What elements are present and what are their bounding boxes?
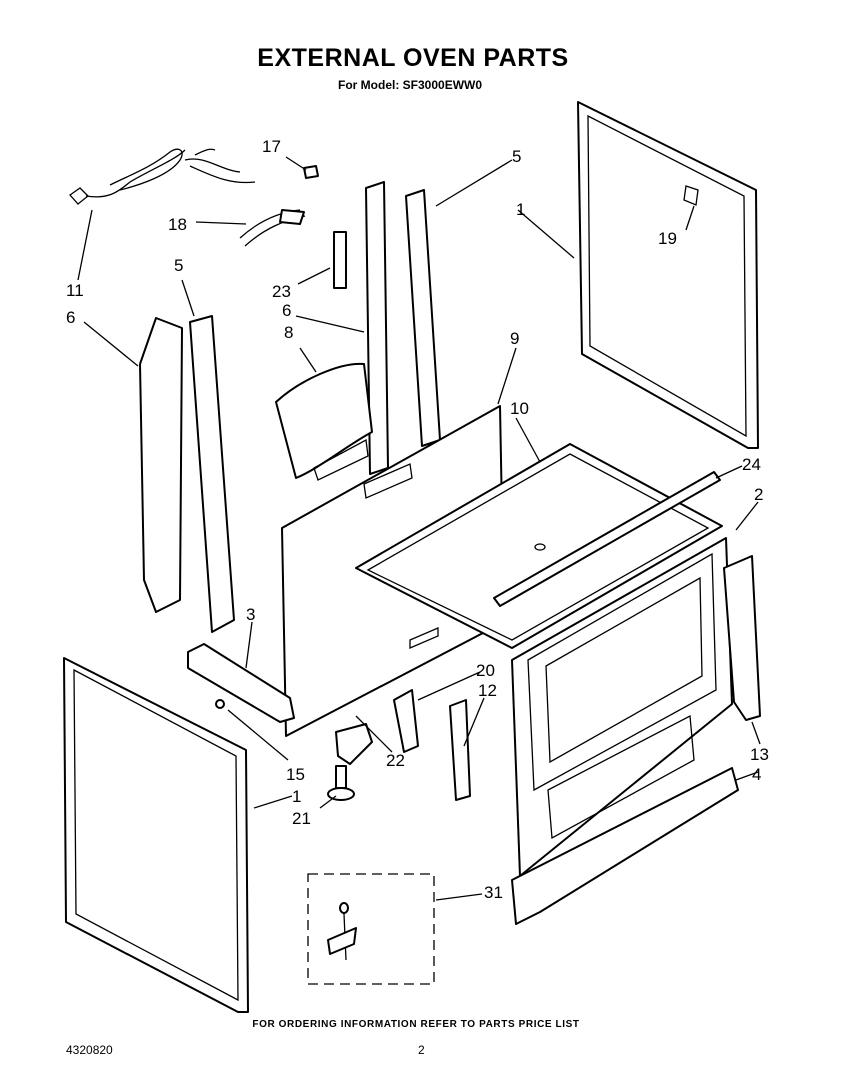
rail-5-center	[405, 189, 441, 447]
screw-15	[215, 699, 225, 709]
rail-5-left	[189, 315, 235, 633]
callout-labels: 17 5 1 18 19 5 23 11 6 6 8 9 10 24 2 3 2…	[66, 137, 769, 902]
part-13	[723, 555, 761, 721]
model-subtitle: For Model: SF3000EWW0	[338, 78, 483, 92]
callout-12: 12	[478, 681, 497, 700]
callout-18: 18	[168, 215, 187, 234]
rail-6-left	[139, 317, 183, 613]
vent-duct	[275, 362, 373, 481]
leveling-leg	[327, 765, 355, 801]
callout-19: 19	[658, 229, 677, 248]
side-panel-right	[577, 101, 759, 449]
part-20	[393, 689, 419, 753]
callout-6-center: 6	[282, 301, 291, 320]
page-number: 2	[418, 1043, 425, 1057]
power-cord	[69, 148, 256, 205]
front-frame	[511, 537, 733, 877]
callout-5-left: 5	[174, 256, 183, 275]
callout-1-top: 1	[516, 200, 525, 219]
callout-1-bottom: 1	[292, 787, 301, 806]
callout-20: 20	[476, 661, 495, 680]
bracket-23	[333, 231, 347, 289]
callout-31: 31	[484, 883, 503, 902]
bracket-22	[335, 723, 373, 765]
callout-9: 9	[510, 329, 519, 348]
callout-13: 13	[750, 745, 769, 764]
callout-4: 4	[752, 765, 761, 784]
callout-5-top: 5	[512, 147, 521, 166]
callout-8: 8	[284, 323, 293, 342]
kick-plate-4	[511, 767, 739, 925]
oven-top	[355, 443, 723, 649]
page-title: EXTERNAL OVEN PARTS	[257, 44, 569, 72]
callout-10: 10	[510, 399, 529, 418]
strip-24	[493, 471, 721, 607]
document-number: 4320820	[66, 1043, 113, 1057]
callout-2: 2	[754, 485, 763, 504]
side-panel-left	[63, 657, 249, 1013]
callout-3: 3	[246, 605, 255, 624]
callout-6-left: 6	[66, 308, 75, 327]
callout-11: 11	[66, 281, 84, 300]
callout-24: 24	[742, 455, 761, 474]
callout-23: 23	[272, 282, 291, 301]
leader-lines	[77, 156, 761, 901]
bottom-rail-3	[187, 643, 295, 723]
callout-21: 21	[292, 809, 311, 828]
screw-17	[303, 165, 319, 179]
ordering-note: FOR ORDERING INFORMATION REFER TO PARTS …	[252, 1019, 580, 1030]
wire-harness	[239, 209, 306, 247]
callout-15: 15	[286, 765, 305, 784]
part-12	[449, 699, 471, 801]
callout-17: 17	[262, 137, 281, 156]
kit-31	[307, 873, 435, 985]
callout-22: 22	[386, 751, 405, 770]
